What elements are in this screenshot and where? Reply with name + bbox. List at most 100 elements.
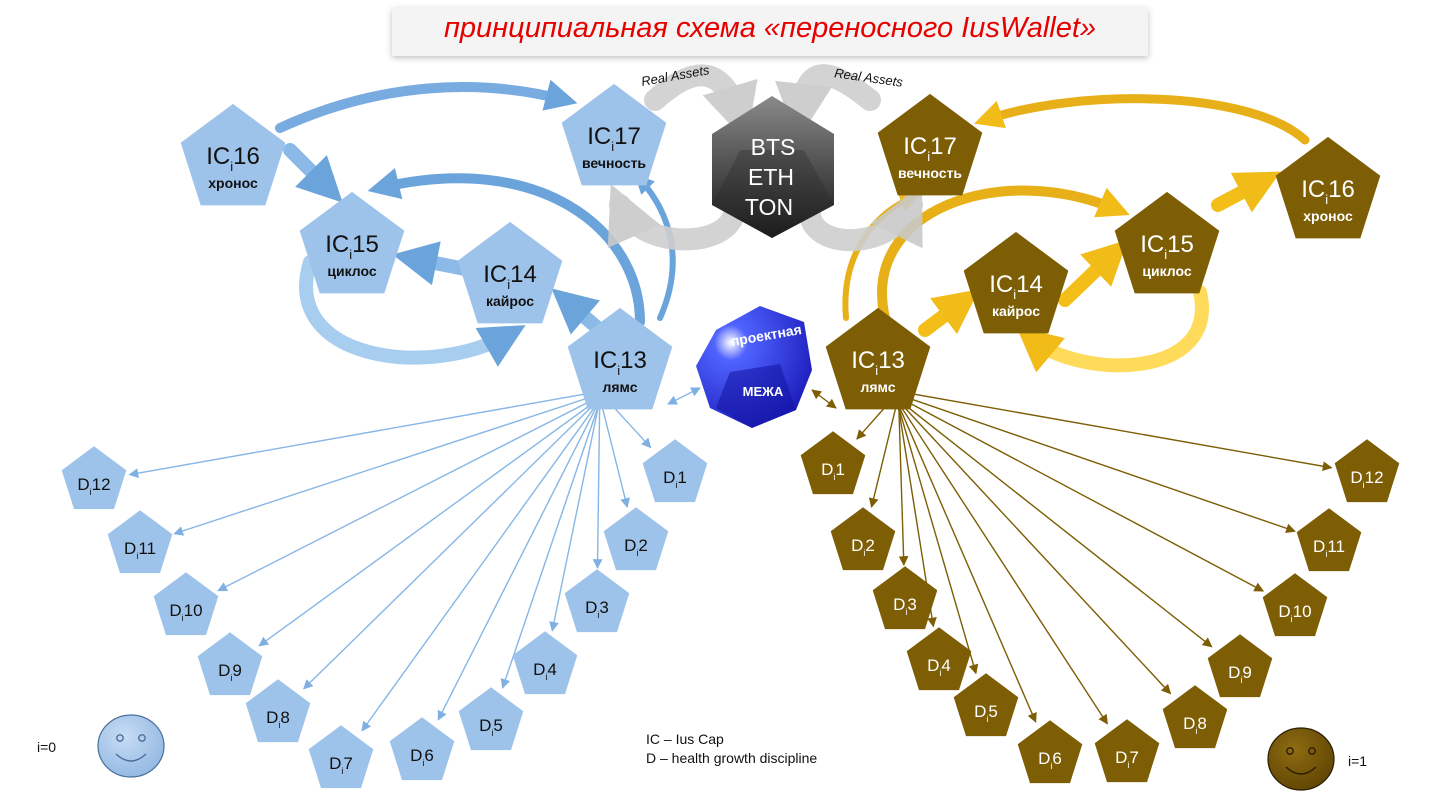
ic-pentagon <box>1275 136 1381 239</box>
flow-ic16-ic17-gold <box>974 94 1310 145</box>
d-node-3-right: Di3 <box>872 566 938 630</box>
flow-ic13-ic15-blue <box>367 168 645 327</box>
d-node-9-left: Di9 <box>197 632 263 696</box>
d-node-label: Di7 <box>1115 748 1139 770</box>
smiley-eye-left <box>116 734 124 742</box>
flow-ic17-bts-gray-left <box>644 64 758 142</box>
flow-ic16-ic15-blue <box>283 143 343 203</box>
d-pentagon <box>1262 573 1328 637</box>
ic-pentagon <box>567 307 673 410</box>
d-pentagon <box>953 673 1019 737</box>
edge-d11-ic13-0 <box>173 381 633 536</box>
d-pentagon <box>458 687 524 751</box>
ic-pentagon <box>457 221 563 324</box>
d-node-2-left: Di2 <box>603 507 669 571</box>
d-node-label: Di1 <box>663 468 687 490</box>
ic-node-name: циклос <box>327 263 376 279</box>
d-pentagon <box>872 566 938 630</box>
d-node-label: Di7 <box>329 754 353 776</box>
d-node-label: Di2 <box>624 536 648 558</box>
d-node-label: Di12 <box>1350 468 1383 490</box>
d-node-5-right: Di5 <box>953 673 1019 737</box>
d-pentagon <box>1017 720 1083 784</box>
smiley-mouth <box>115 753 147 762</box>
ic-node-label: ICi15 <box>1140 231 1194 262</box>
d-node-label: Di11 <box>124 539 156 561</box>
d-node-label: Di8 <box>1183 714 1207 736</box>
d-pentagon <box>1094 719 1160 783</box>
ic-node-label: ICi17 <box>587 123 641 154</box>
flow-ic13-ic14-gold <box>918 289 980 337</box>
ic-pentagon <box>825 307 931 410</box>
d-node-label: Di9 <box>1228 663 1252 685</box>
ic-node-name: вечность <box>898 165 962 181</box>
d-node-label: Di12 <box>77 475 110 497</box>
d-pentagon <box>1334 439 1400 503</box>
edge-boundary-ic13-right <box>811 389 837 409</box>
d-node-6-right: Di6 <box>1017 720 1083 784</box>
d-node-label: Di5 <box>479 716 503 738</box>
ic-node-label: ICi16 <box>1301 176 1355 207</box>
d-node-8-left: Di8 <box>245 679 311 743</box>
d-node-4-right: Di4 <box>906 627 972 691</box>
flow-ic15-ic14-gold <box>1016 285 1209 373</box>
d-node-10-right: Di10 <box>1262 573 1328 637</box>
edge-boundary-ic13-left <box>667 387 701 405</box>
index-label-right: i=1 <box>1348 753 1367 769</box>
flow-ic13-ic17-blue <box>634 174 676 321</box>
d-node-12-right: Di12 <box>1334 439 1400 503</box>
d-pentagon <box>245 679 311 743</box>
blockchain-label-0: BTS <box>751 134 796 160</box>
d-pentagon <box>308 725 374 789</box>
d-pentagon <box>906 627 972 691</box>
ic-node-name: кайрос <box>992 303 1040 319</box>
ic-node-name: вечность <box>582 155 646 171</box>
d-node-label: Di5 <box>974 702 998 724</box>
ic-node-label: ICi16 <box>206 143 260 174</box>
ic-node-name: хронос <box>1303 208 1353 224</box>
edge-d12-ic13-1 <box>861 381 1333 472</box>
ic-node-label: ICi13 <box>593 347 647 378</box>
smiley-mouth <box>1285 766 1317 775</box>
d-node-label: Di8 <box>266 708 290 730</box>
ic-node-label: ICi17 <box>903 133 957 164</box>
d-node-label: Di4 <box>533 660 557 682</box>
boundary-facet <box>716 364 796 428</box>
d-pentagon <box>107 510 173 574</box>
flow-ic15-ic14-blue <box>299 255 526 367</box>
blockchain-facet <box>712 150 834 238</box>
d-node-1-left: Di1 <box>642 439 708 503</box>
d-node-label: Di9 <box>218 661 242 683</box>
edge-d12-ic13-0 <box>128 381 637 479</box>
edges-layer <box>128 64 1333 732</box>
index-label-left: i=0 <box>37 739 56 755</box>
smiley-eye-right <box>1308 747 1316 755</box>
d-node-11-left: Di11 <box>107 510 173 574</box>
title-banner <box>392 8 1148 56</box>
ic-pentagon <box>561 83 667 186</box>
d-node-label: Di11 <box>1313 537 1345 559</box>
avatar-right <box>1267 727 1335 791</box>
blockchain-hexagon <box>712 96 834 238</box>
smiley-eye-right <box>138 734 146 742</box>
page-title: принципиальная схема «переносного IusWal… <box>443 12 1097 44</box>
flow-ic15-ic16-gold <box>1211 171 1281 213</box>
d-node-7-right: Di7 <box>1094 719 1160 783</box>
d-node-label: Di4 <box>927 656 951 678</box>
legend: IC – Ius Cap D – health growth disciplin… <box>646 730 817 768</box>
flow-ic14-ic15-blue <box>392 241 477 286</box>
d-pentagon <box>61 446 127 510</box>
d-node-label: Di3 <box>893 595 917 617</box>
smiley-eye-left <box>1286 747 1294 755</box>
ic-pentagon <box>299 191 405 294</box>
ic-pentagon <box>963 231 1069 334</box>
smiley-face <box>97 714 165 778</box>
